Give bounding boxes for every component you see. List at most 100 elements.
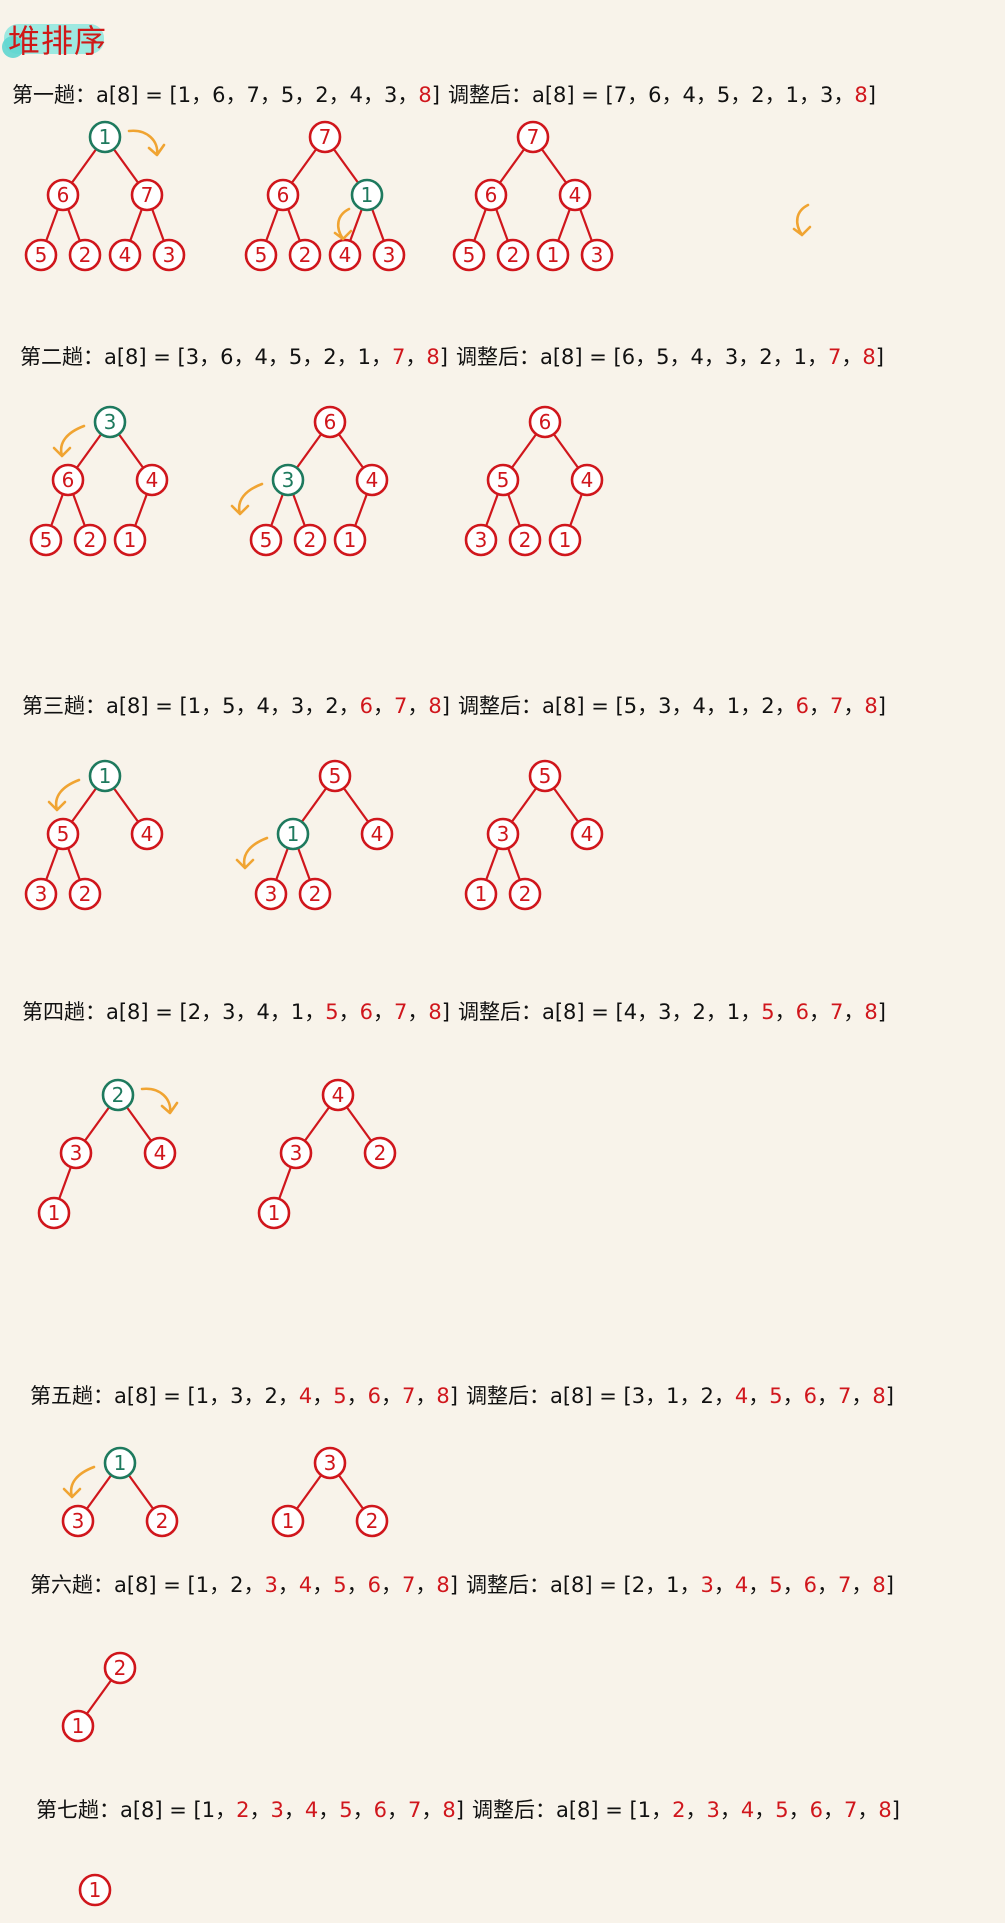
array-before-value: 7 bbox=[392, 345, 406, 369]
heap-node-circle bbox=[257, 1196, 291, 1230]
array-before-value: 3 bbox=[230, 1384, 244, 1408]
array-bracket: a[8] = [ bbox=[120, 1798, 202, 1822]
array-separator: ， bbox=[841, 345, 863, 369]
array-before-value: 6 bbox=[367, 1573, 382, 1597]
array-separator: ， bbox=[338, 1000, 360, 1024]
tree-edge bbox=[278, 1166, 292, 1200]
tree-edge bbox=[332, 148, 360, 184]
array-before-value: 8 bbox=[418, 83, 432, 107]
array-separator: ， bbox=[740, 694, 762, 718]
array-bracket: a[8] = [ bbox=[114, 1573, 196, 1597]
heap-node-circle bbox=[93, 405, 127, 439]
array-before-value: 3 bbox=[270, 1798, 284, 1822]
heap-node-value: 1 bbox=[282, 1509, 295, 1533]
heap-node-value: 2 bbox=[114, 1656, 127, 1680]
array-separator: ， bbox=[405, 345, 427, 369]
heap-node-circle bbox=[355, 1504, 389, 1538]
array-separator: ， bbox=[215, 1798, 237, 1822]
tree-edge bbox=[290, 148, 318, 184]
array-after-value: 2 bbox=[751, 83, 765, 107]
heap-node-circle bbox=[548, 523, 582, 557]
array-separator: ， bbox=[191, 83, 213, 107]
heap-node-circle bbox=[271, 1504, 305, 1538]
array-after-value: 5 bbox=[769, 1573, 783, 1597]
tree-edge bbox=[354, 493, 368, 527]
array-separator: ， bbox=[857, 1798, 879, 1822]
array-before-value: 1 bbox=[195, 1384, 210, 1408]
swap-arrow-icon bbox=[235, 836, 269, 870]
array-before-value: 1 bbox=[177, 83, 192, 107]
heap-node-value: 3 bbox=[163, 243, 176, 267]
array-before-value: 1 bbox=[290, 1000, 305, 1024]
array-separator: ， bbox=[235, 694, 257, 718]
array-separator: ， bbox=[259, 83, 281, 107]
array-after-value: 7 bbox=[613, 83, 628, 107]
tree-edge bbox=[337, 433, 365, 469]
array-after-value: 1 bbox=[785, 83, 799, 107]
array-before-value: 3 bbox=[384, 83, 398, 107]
heap-node-value: 3 bbox=[591, 243, 604, 267]
heap-node-circle bbox=[271, 463, 305, 497]
heap-node-circle bbox=[266, 178, 300, 212]
pass-label: 第五趟： bbox=[30, 1384, 114, 1408]
heap-node-circle bbox=[29, 523, 63, 557]
heap-node-circle bbox=[360, 817, 394, 851]
tree-edge bbox=[45, 847, 59, 881]
tree-edge bbox=[125, 1106, 153, 1142]
array-bracket: ] bbox=[877, 1000, 886, 1024]
array-bracket: ] bbox=[439, 345, 448, 369]
heap-node-circle bbox=[59, 1136, 93, 1170]
array-separator: ， bbox=[816, 1573, 838, 1597]
after-label: 调整后： bbox=[455, 345, 540, 369]
heap-node-circle bbox=[37, 1196, 71, 1230]
heap-node-circle bbox=[486, 817, 520, 851]
array-before-value: 4 bbox=[304, 1798, 319, 1822]
array-separator: ， bbox=[283, 1798, 305, 1822]
heap-node-value: 2 bbox=[79, 243, 92, 267]
array-separator: ， bbox=[304, 1000, 326, 1024]
heap-node-value: 1 bbox=[268, 1201, 281, 1225]
heap-node-value: 6 bbox=[277, 183, 290, 207]
after-label: 调整后： bbox=[457, 1000, 542, 1024]
array-separator: ， bbox=[685, 1798, 707, 1822]
array-before-value: 5 bbox=[280, 83, 295, 107]
heap-node-circle bbox=[452, 238, 486, 272]
array-after-value: 5 bbox=[716, 83, 731, 107]
array-before-value: 4 bbox=[254, 345, 268, 369]
array-separator: ， bbox=[713, 1384, 735, 1408]
heap-node-value: 2 bbox=[156, 1509, 169, 1533]
heap-node-value: 1 bbox=[99, 125, 112, 149]
array-separator: ， bbox=[421, 1798, 443, 1822]
heap-node-value: 3 bbox=[475, 528, 488, 552]
heap-node-value: 3 bbox=[497, 822, 510, 846]
heap-node-value: 3 bbox=[290, 1141, 303, 1165]
heap-node-circle bbox=[464, 523, 498, 557]
array-separator: ， bbox=[635, 345, 657, 369]
heap-node-value: 5 bbox=[260, 528, 273, 552]
array-after-value: 1 bbox=[793, 345, 807, 369]
heap-node-value: 7 bbox=[319, 125, 332, 149]
tree-edge bbox=[349, 208, 363, 242]
heap-node-value: 1 bbox=[547, 243, 560, 267]
array-separator: ， bbox=[851, 1384, 873, 1408]
array-after-value: 2 bbox=[761, 694, 775, 718]
array-after-value: 3 bbox=[658, 694, 672, 718]
array-before-value: 7 bbox=[408, 1798, 422, 1822]
tree-edge bbox=[85, 1474, 113, 1510]
array-before-value: 1 bbox=[201, 1798, 216, 1822]
array-separator: ， bbox=[705, 1000, 727, 1024]
array-bracket: a[8] = [ bbox=[541, 1000, 624, 1024]
heap-node-value: 1 bbox=[559, 528, 572, 552]
array-separator: ， bbox=[651, 1798, 673, 1822]
heap-node-value: 4 bbox=[339, 243, 352, 267]
array-before-value: 3 bbox=[185, 345, 200, 369]
heap-node-value: 2 bbox=[299, 243, 312, 267]
tree-edge bbox=[507, 493, 521, 527]
tree-edge bbox=[473, 208, 487, 242]
array-separator: ， bbox=[738, 345, 760, 369]
array-after-value: 5 bbox=[623, 694, 638, 718]
heap-node-value: 2 bbox=[374, 1141, 387, 1165]
swap-arrow-icon bbox=[47, 778, 81, 812]
swap-arrow-icon bbox=[792, 203, 812, 237]
